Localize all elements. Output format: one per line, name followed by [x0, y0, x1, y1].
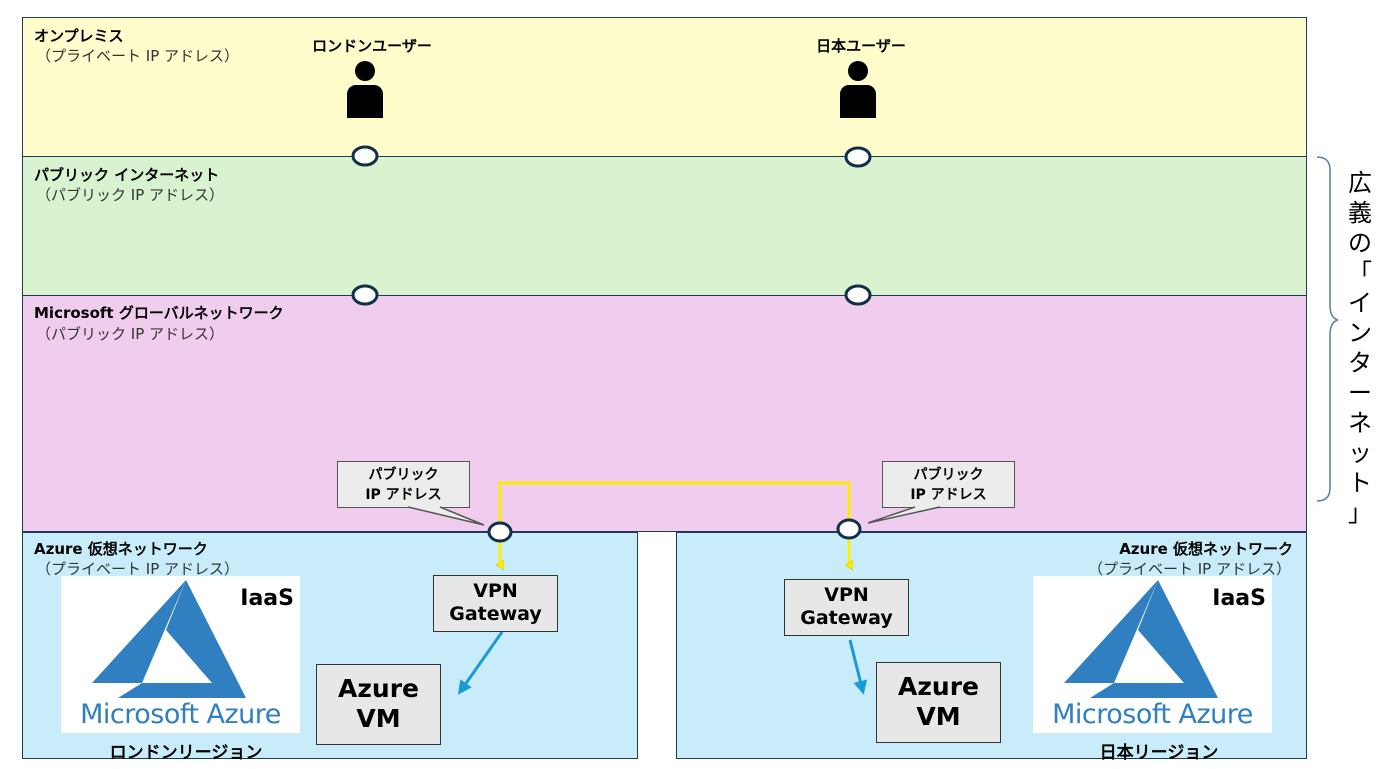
callout-tail-right — [867, 506, 941, 524]
node-japan-public-msft — [844, 284, 872, 306]
vpn-gateway-right: VPN Gateway — [784, 579, 909, 636]
vpn-gateway-left: VPN Gateway — [433, 575, 558, 632]
msft-network-subtitle: （パブリック IP アドレス） — [36, 325, 225, 343]
node-london-public-ip — [487, 521, 513, 543]
gateway-to-vm-arrow-right — [848, 639, 868, 695]
vpn-link-line — [498, 481, 851, 530]
azure-vm-right: Azure VM — [876, 662, 1001, 743]
gateway-to-vm-arrow-left — [457, 631, 504, 695]
vnet-left-title: Azure 仮想ネットワーク — [34, 540, 208, 558]
public-internet-subtitle: （パブリック IP アドレス） — [36, 186, 225, 204]
node-london-onprem-public — [351, 145, 379, 167]
azure-logo-icon — [92, 580, 246, 698]
onprem-title: オンプレミス — [34, 27, 124, 45]
vnet-right-title: Azure 仮想ネットワーク — [1119, 540, 1293, 558]
japan-user-label: 日本ユーザー — [816, 37, 906, 55]
microsoft-global-network-layer — [22, 295, 1307, 532]
callout-tail-left — [407, 506, 485, 526]
london-user-icon — [345, 61, 385, 119]
msft-network-title: Microsoft グローバルネットワーク — [34, 304, 284, 322]
region-label-japan: 日本リージョン — [1099, 743, 1219, 763]
public-internet-layer — [22, 156, 1307, 297]
node-japan-onprem-public — [844, 146, 872, 168]
azure-logo-left: IaaS Microsoft Azure — [61, 576, 300, 733]
region-label-london: ロンドンリージョン — [109, 743, 263, 763]
onprem-layer — [22, 17, 1307, 158]
node-london-public-msft — [351, 284, 379, 306]
azure-wordmark-left: Microsoft Azure — [80, 699, 281, 730]
broad-internet-label: 広 義 の 「 イ ン タ ー ネ ッ ト 」 — [1348, 169, 1372, 527]
internet-brace — [1316, 156, 1339, 502]
public-ip-callout-right: パブリック IP アドレス — [882, 461, 1015, 508]
onprem-subtitle: （プライベート IP アドレス） — [36, 47, 240, 65]
azure-wordmark-right: Microsoft Azure — [1052, 699, 1253, 730]
vnet-left-subtitle: （プライベート IP アドレス） — [36, 560, 240, 578]
japan-user-icon — [838, 61, 878, 119]
iaas-label-right: IaaS — [1212, 586, 1266, 611]
azure-logo-icon — [1064, 580, 1218, 698]
public-internet-title: パブリック インターネット — [34, 166, 220, 184]
london-user-label: ロンドンユーザー — [312, 37, 432, 55]
vnet-right-subtitle: （プライベート IP アドレス） — [1087, 560, 1291, 578]
node-japan-public-ip — [836, 518, 862, 540]
public-ip-callout-left: パブリック IP アドレス — [337, 461, 470, 508]
azure-vm-left: Azure VM — [316, 664, 441, 745]
azure-logo-right: IaaS Microsoft Azure — [1033, 576, 1272, 733]
iaas-label-left: IaaS — [240, 586, 294, 611]
